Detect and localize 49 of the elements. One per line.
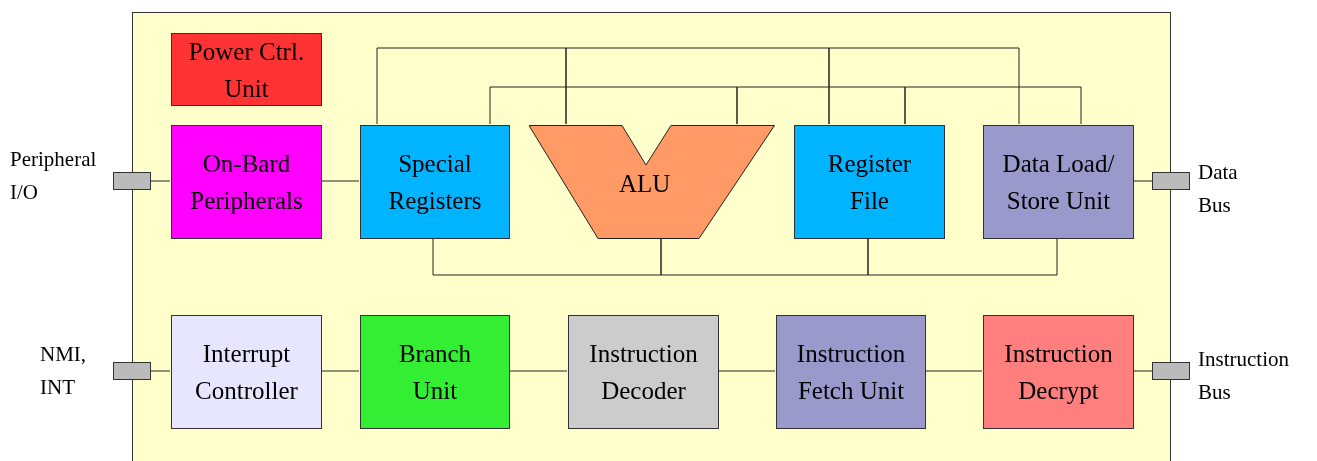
connector-pin	[1152, 172, 1190, 190]
unit-box	[776, 315, 926, 429]
unit-box	[360, 125, 510, 239]
connector-pin	[1152, 362, 1190, 380]
connection-line	[828, 47, 1020, 125]
connection-line	[904, 86, 1082, 125]
unit-box	[983, 125, 1134, 239]
unit-label: Special Registers	[387, 149, 483, 216]
port-label: Data Bus	[1198, 159, 1239, 219]
unit-label: Branch Unit	[397, 339, 473, 406]
connection-line	[565, 47, 830, 125]
unit-label: Instruction Decrypt	[1003, 339, 1114, 406]
connection-line	[508, 370, 568, 372]
connection-line	[150, 370, 171, 372]
unit-label: Instruction Fetch Unit	[795, 339, 907, 406]
connection-line	[150, 180, 171, 182]
connection-line	[867, 237, 1058, 276]
unit-label: On-Bard Peripherals	[189, 149, 304, 216]
unit-box	[794, 125, 945, 239]
connection-line	[432, 237, 662, 276]
port-label: Peripheral I/O	[10, 146, 98, 206]
connection-line	[924, 370, 983, 372]
connection-line	[320, 180, 360, 182]
alu-shape	[529, 125, 775, 239]
unit-box	[171, 33, 322, 106]
unit-box	[171, 125, 322, 239]
port-label: Instruction Bus	[1198, 346, 1290, 406]
connection-line	[736, 86, 906, 125]
unit-box	[568, 315, 719, 429]
unit-box	[983, 315, 1134, 429]
unit-label: Power Ctrl. Unit	[188, 36, 305, 104]
unit-label: Register File	[826, 149, 913, 216]
connection-line	[717, 370, 776, 372]
port-label: NMI, INT	[40, 341, 88, 401]
connector-pin	[113, 172, 151, 190]
connection-line	[376, 47, 567, 125]
connection-line	[320, 370, 360, 372]
unit-label: ALU	[619, 169, 671, 199]
unit-box	[360, 315, 510, 429]
unit-box	[171, 315, 322, 429]
chip-body	[132, 12, 1171, 461]
connection-line	[660, 237, 869, 276]
connection-line	[1132, 180, 1153, 182]
connection-line	[489, 86, 738, 125]
connector-pin	[113, 362, 151, 380]
connection-line	[1132, 370, 1153, 372]
unit-label: Interrupt Controller	[194, 339, 299, 406]
unit-label: Data Load/ Store Unit	[1001, 149, 1116, 216]
unit-label: Instruction Decoder	[588, 339, 699, 406]
